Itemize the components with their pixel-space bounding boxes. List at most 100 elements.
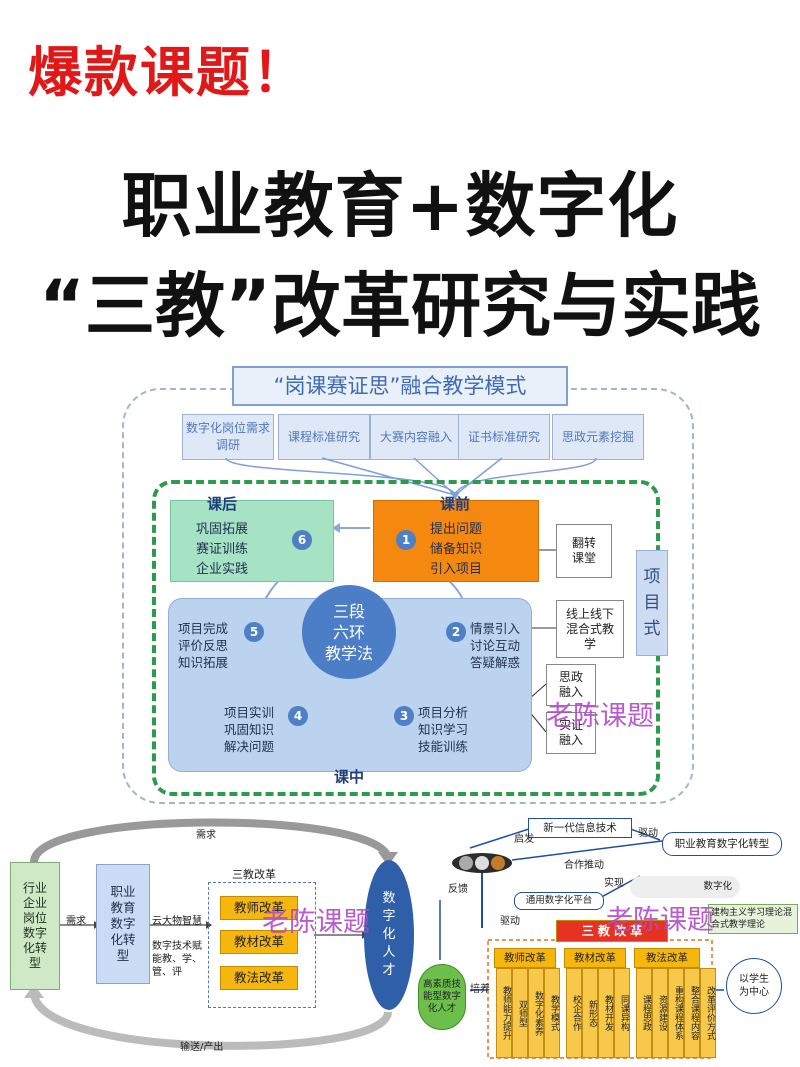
line: 项目分析 <box>418 705 469 720</box>
step-2-text: 情景引入 讨论互动 答疑解惑 <box>470 620 520 671</box>
reform-column: 教师能力提升 <box>496 968 512 1058</box>
reform-column: 教学模式 <box>544 968 560 1058</box>
step-4-text: 项目实训 巩固知识 解决问题 <box>224 704 274 755</box>
step-5-badge: 5 <box>244 622 264 642</box>
ideology-integration-box: 思政融入 <box>546 664 596 706</box>
line: 企业实践 <box>196 562 249 577</box>
reform-column: 校企合作 <box>566 968 582 1058</box>
industry-transform-box: 行业企业岗位数字化转型 <box>10 862 60 990</box>
top-box-label: 思政元素挖掘 <box>561 429 634 444</box>
digital-talent-oval: 数字化人才 <box>364 860 414 1010</box>
br-teacher-reform: 教师改革 <box>494 948 556 968</box>
br-method-reform: 教法改革 <box>634 948 700 968</box>
line: 项目实训 <box>224 705 275 720</box>
line: 解决问题 <box>224 739 275 754</box>
line: 引入项目 <box>430 562 483 577</box>
step-3-text: 项目分析 知识学习 技能训练 <box>418 704 468 755</box>
top-box-label: 大赛内容融入 <box>379 429 452 444</box>
line: 三段 <box>332 601 365 621</box>
reform-column: 数字化素养 <box>528 968 544 1058</box>
line: 知识拓展 <box>178 655 229 670</box>
three-reforms-title: 三教改革 <box>232 868 276 881</box>
link-label: 驱动 <box>500 916 520 927</box>
line: 评价反思 <box>178 638 229 653</box>
line: 答疑解惑 <box>470 655 521 670</box>
reform-column: 教材开发 <box>598 968 614 1058</box>
need-label: 需求 <box>66 916 86 927</box>
main-title-line1: 职业教育+数字化 <box>121 165 679 247</box>
reform-column: 资源建设 <box>652 968 668 1058</box>
link-label: 反馈 <box>448 884 468 895</box>
method-reform-box: 教法改革 <box>220 966 298 990</box>
main-title-line2: “三教”改革研究与实践 <box>38 265 761 347</box>
line: 巩固拓展 <box>196 522 249 537</box>
teacher-reform-box: 教师改革 <box>220 896 298 920</box>
tech-sub-label: 数字技术赋能教、学、管、评 <box>152 941 202 978</box>
in-class-label: 课中 <box>334 768 365 786</box>
box-label: 职业教育数字化转型 <box>110 884 136 963</box>
line: 教学法 <box>324 643 373 663</box>
line: 储备知识 <box>430 542 483 557</box>
box-label: 行业企业岗位数字化转型 <box>22 881 47 970</box>
vocational-digital-box: 职业教育数字化转型 <box>662 832 782 856</box>
oval-label: 高素质技能型数字化人才 <box>423 979 462 1014</box>
link-label: 实现 <box>604 878 624 889</box>
line: 知识学习 <box>418 722 469 737</box>
line: 提出问题 <box>430 522 483 537</box>
line: 赛证训练 <box>196 542 249 557</box>
watermark: 老陈课题 <box>262 907 370 938</box>
project-based-label: 项目式 <box>636 550 668 656</box>
after-class-text: 巩固拓展 赛证训练 企业实践 <box>196 520 248 580</box>
headline-tag: 爆款课题！ <box>28 40 308 104</box>
top-box-certificate: 证书标准研究 <box>458 414 550 460</box>
theory-note: 建构主义学习理论混合式教学理论 <box>708 904 798 934</box>
step-5-text: 项目完成 评价反思 知识拓展 <box>178 620 228 671</box>
line: 巩固知识 <box>224 722 275 737</box>
reform-column: 整合课程内容 <box>684 968 700 1058</box>
line: 讨论互动 <box>470 638 521 653</box>
step-4-badge: 4 <box>288 706 308 726</box>
line: 技能训练 <box>418 739 469 754</box>
new-it-box: 新一代信息技术 <box>528 818 632 838</box>
reform-column: 同课异构 <box>614 968 630 1058</box>
student-centered-circle: 以学生为中心 <box>726 958 782 1014</box>
top-box-contest: 大赛内容融入 <box>370 414 462 460</box>
evidence-integration-box: 实证融入 <box>546 712 596 754</box>
step-6-badge: 6 <box>292 530 312 550</box>
reform-column: 课程思政 <box>636 968 652 1058</box>
platform-box: 通用数字化平台 <box>514 892 604 910</box>
reform-column: 双师型 <box>512 968 528 1058</box>
line: 六环 <box>332 622 365 642</box>
step-2-badge: 2 <box>446 622 466 642</box>
br-textbook-reform: 教材改革 <box>564 948 626 968</box>
method-circle: 三段 六环 教学法 <box>302 585 396 679</box>
output-arrow-label: 输送/产出 <box>180 1042 224 1053</box>
box-label: 线上线下混合式教学 <box>565 606 614 651</box>
top-box-label: 课程标准研究 <box>287 429 360 444</box>
model-title: “岗课赛证思”融合教学模式 <box>232 366 568 406</box>
box-label: 实证融入 <box>558 718 583 747</box>
oval-label: 数字化人才 <box>382 891 396 978</box>
tech-label: 云大物智慧 <box>152 916 202 927</box>
line: 情景引入 <box>470 621 521 636</box>
vocational-transform-box: 职业教育数字化转型 <box>96 864 150 984</box>
digital-label: 数字化 <box>630 876 740 898</box>
before-class-label: 课前 <box>440 495 471 513</box>
flipped-classroom-box: 翻转课堂 <box>556 524 612 578</box>
link-label: 培养 <box>470 984 490 995</box>
reform-column: 新形态 <box>582 968 598 1058</box>
line: 项目完成 <box>178 621 229 636</box>
circle-label: 以学生为中心 <box>739 974 769 998</box>
blended-teaching-box: 线上线下混合式教学 <box>556 600 624 658</box>
step-1-badge: 1 <box>396 530 416 550</box>
before-class-text: 提出问题 储备知识 引入项目 <box>430 520 482 580</box>
after-class-label: 课后 <box>207 495 238 513</box>
box-label: 思政融入 <box>558 670 583 699</box>
reform-column: 改革评价方式 <box>700 968 716 1058</box>
step-3-badge: 3 <box>394 706 414 726</box>
side-label: 项目式 <box>643 567 661 639</box>
top-box-label: 数字化岗位需求调研 <box>185 421 270 452</box>
top-box-ideology: 思政元素挖掘 <box>552 414 644 460</box>
textbook-reform-box: 教材改革 <box>220 930 298 954</box>
top-box-course-standard: 课程标准研究 <box>278 414 370 460</box>
